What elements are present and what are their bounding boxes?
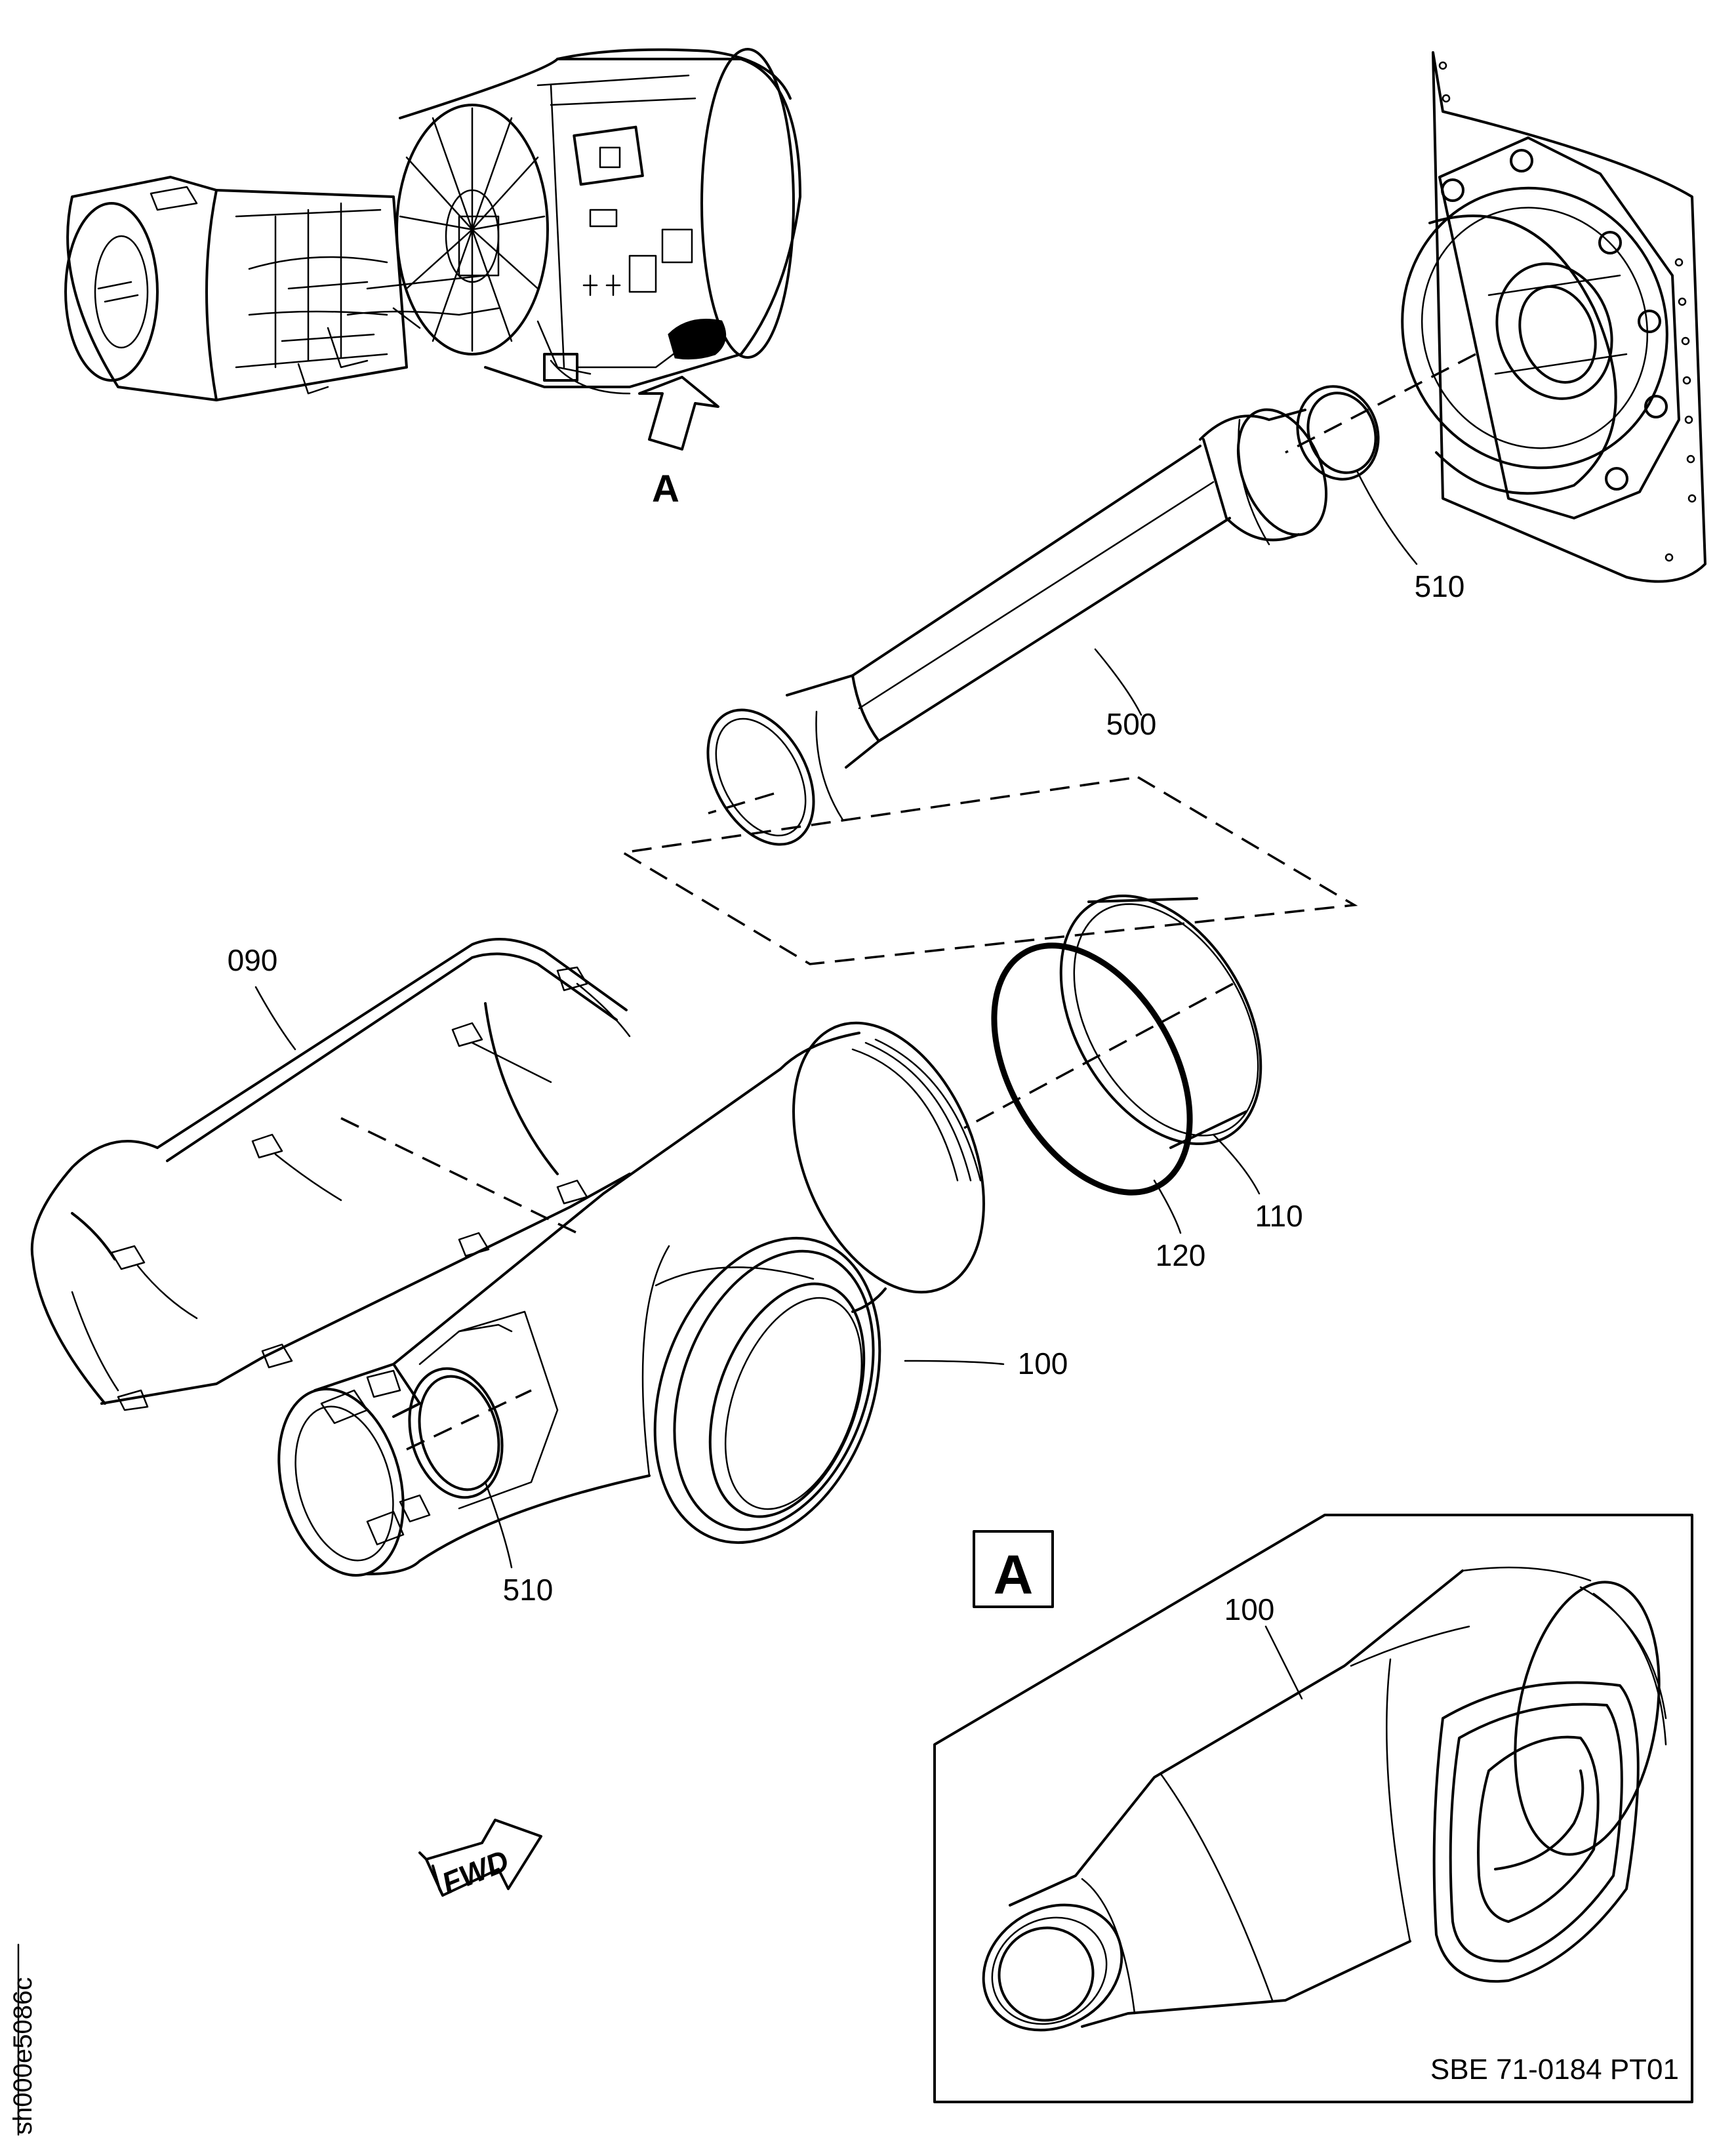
bulkhead-flange bbox=[1401, 51, 1706, 583]
view-arrow bbox=[638, 376, 719, 451]
callout-090: 090 bbox=[228, 943, 278, 977]
callout-110: 110 bbox=[1255, 1199, 1302, 1233]
callout-500: 500 bbox=[1106, 707, 1157, 741]
engine-overview bbox=[64, 48, 801, 451]
shroud-090 bbox=[30, 938, 631, 1411]
detail-view-label: A bbox=[994, 1544, 1034, 1605]
seal-120 bbox=[991, 942, 1193, 1196]
seal-510-upper bbox=[1296, 385, 1380, 481]
detail-view-a: A bbox=[933, 1514, 1693, 2103]
callout-510-bottom: 510 bbox=[503, 1573, 554, 1607]
view-arrow-label: A bbox=[652, 468, 679, 510]
seal-510-lower bbox=[408, 1367, 504, 1499]
callout-120: 120 bbox=[1156, 1238, 1206, 1272]
figure-id: sh000e5086c bbox=[9, 1977, 37, 2135]
callout-100-detail: 100 bbox=[1224, 1592, 1275, 1626]
callout-100: 100 bbox=[1018, 1346, 1068, 1381]
duct-100 bbox=[277, 1021, 985, 1577]
callout-510-top: 510 bbox=[1415, 569, 1465, 603]
detail-label-box bbox=[973, 1530, 1054, 1608]
reference-number: SBE 71-0184 PT01 bbox=[1430, 2053, 1679, 2086]
tube-500 bbox=[706, 408, 1328, 846]
fwd-arrow: FWD bbox=[418, 1819, 542, 1901]
